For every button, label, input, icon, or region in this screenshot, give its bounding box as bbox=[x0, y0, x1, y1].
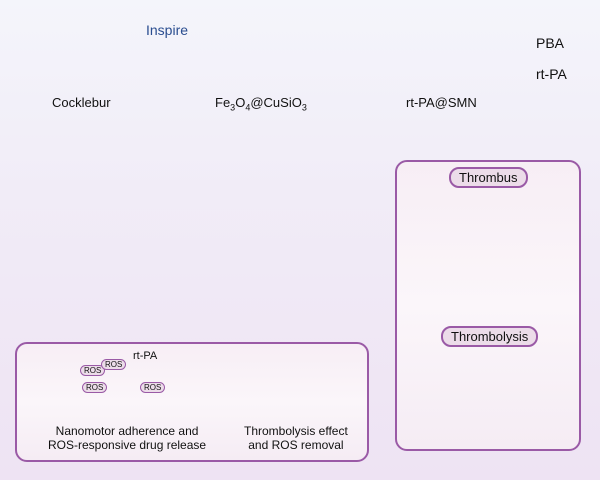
right-caption: Thrombolysis effect and ROS removal bbox=[244, 424, 348, 452]
label-sub: 4 bbox=[245, 102, 251, 113]
label-sub: 3 bbox=[230, 102, 236, 113]
caption-line: Thrombolysis effect bbox=[244, 424, 348, 438]
left-caption: Nanomotor adherence and ROS-responsive d… bbox=[48, 424, 206, 452]
thrombolysis-title: Thrombolysis bbox=[441, 326, 539, 347]
thrombus-title: Thrombus bbox=[449, 167, 528, 188]
label-part: Fe bbox=[215, 95, 231, 110]
caption-line: and ROS removal bbox=[248, 438, 344, 452]
legend-label-pba: PBA bbox=[536, 35, 565, 51]
cocklebur-label: Cocklebur bbox=[52, 95, 111, 110]
ros-bubble: ROS bbox=[140, 382, 166, 393]
label-part: @CuSiO bbox=[250, 95, 302, 110]
ros-bubble: ROS bbox=[80, 365, 106, 376]
caption-line: Nanomotor adherence and bbox=[55, 424, 199, 438]
core-shell-label: Fe3O4@CuSiO3 bbox=[215, 95, 307, 113]
rtpa-label: rt-PA bbox=[133, 350, 158, 362]
inspire-label: Inspire bbox=[146, 22, 189, 38]
ros-bubble: ROS bbox=[82, 382, 108, 393]
nanomotor-label: rt-PA@SMN bbox=[406, 95, 477, 110]
ros-bubble: ROS bbox=[101, 359, 127, 370]
label-sub: 3 bbox=[301, 102, 307, 113]
legend-label-rtpa: rt-PA bbox=[536, 66, 567, 82]
caption-line: ROS-responsive drug release bbox=[48, 438, 207, 452]
label-part: O bbox=[235, 95, 246, 110]
